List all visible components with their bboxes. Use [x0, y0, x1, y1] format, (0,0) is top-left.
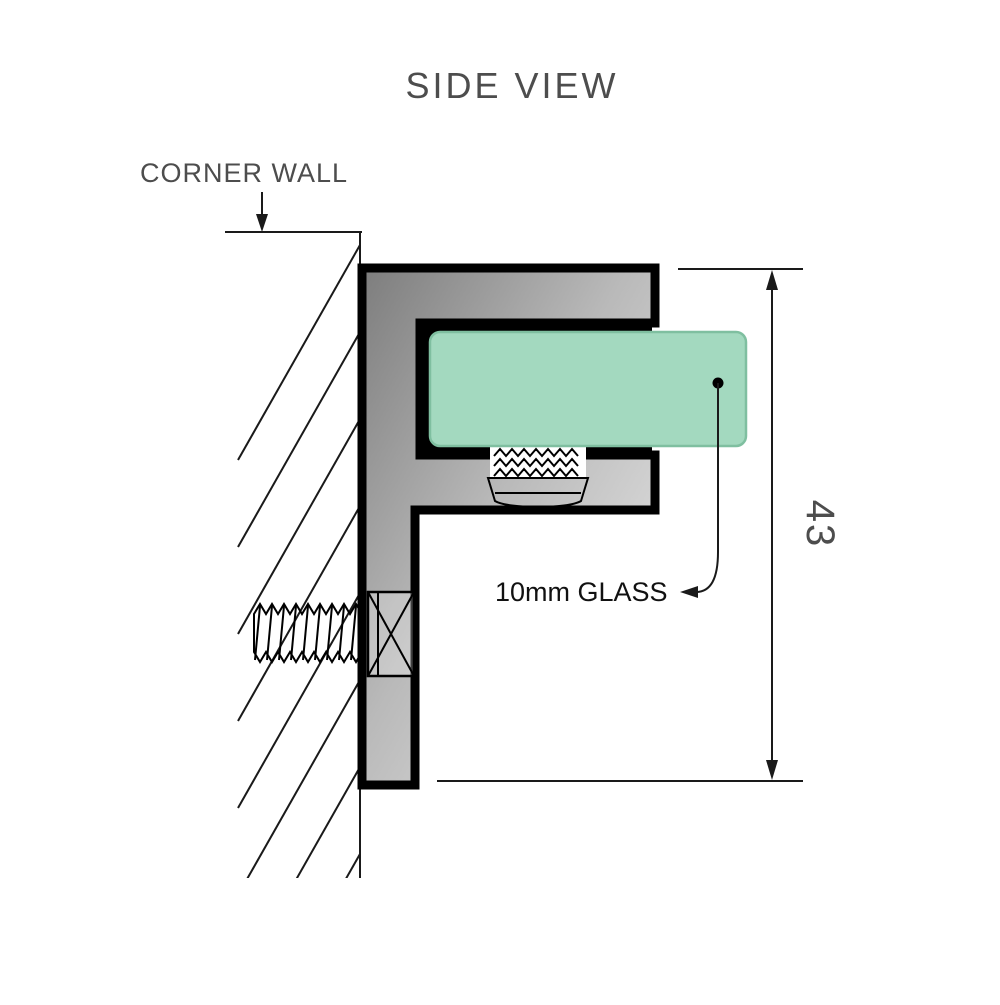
dimension-arrowhead-bottom-icon — [766, 760, 778, 780]
corner-wall-label: CORNER WALL — [140, 158, 348, 188]
glass-leader-line — [695, 383, 719, 593]
dimension-arrowhead-top-icon — [766, 270, 778, 290]
glass-leader-arrowhead-icon — [680, 586, 698, 598]
wall-screw-coil-lines — [254, 605, 357, 661]
hatch-line — [237, 592, 361, 809]
set-screw-thread-row — [493, 467, 579, 478]
set-screw-tip — [486, 477, 590, 508]
hatch-line — [237, 331, 361, 548]
set-screw-thread-row — [493, 447, 579, 458]
hatch-line — [237, 244, 361, 461]
hatch-line — [237, 418, 361, 635]
glass-label: 10mm GLASS — [495, 577, 668, 607]
dimension-43: 43 — [437, 268, 842, 782]
set-screw — [486, 447, 590, 508]
glass-panel — [428, 330, 748, 448]
page-title: SIDE VIEW — [405, 65, 618, 106]
corner-wall-arrowhead-icon — [256, 214, 268, 232]
wall-screw-threads — [253, 602, 363, 664]
bracket-profile — [357, 263, 660, 790]
dimension-label: 43 — [798, 500, 842, 549]
set-screw-thread-row — [493, 457, 579, 468]
hatch-line — [295, 766, 361, 878]
hatch-line — [237, 505, 361, 722]
glass-panel-group — [428, 330, 748, 448]
hatch-line — [246, 679, 361, 878]
wall-screw-head-diagonal — [367, 591, 415, 677]
wall-hatching — [237, 244, 361, 878]
wall-screw-head — [366, 590, 416, 678]
wall-screw — [253, 590, 416, 678]
